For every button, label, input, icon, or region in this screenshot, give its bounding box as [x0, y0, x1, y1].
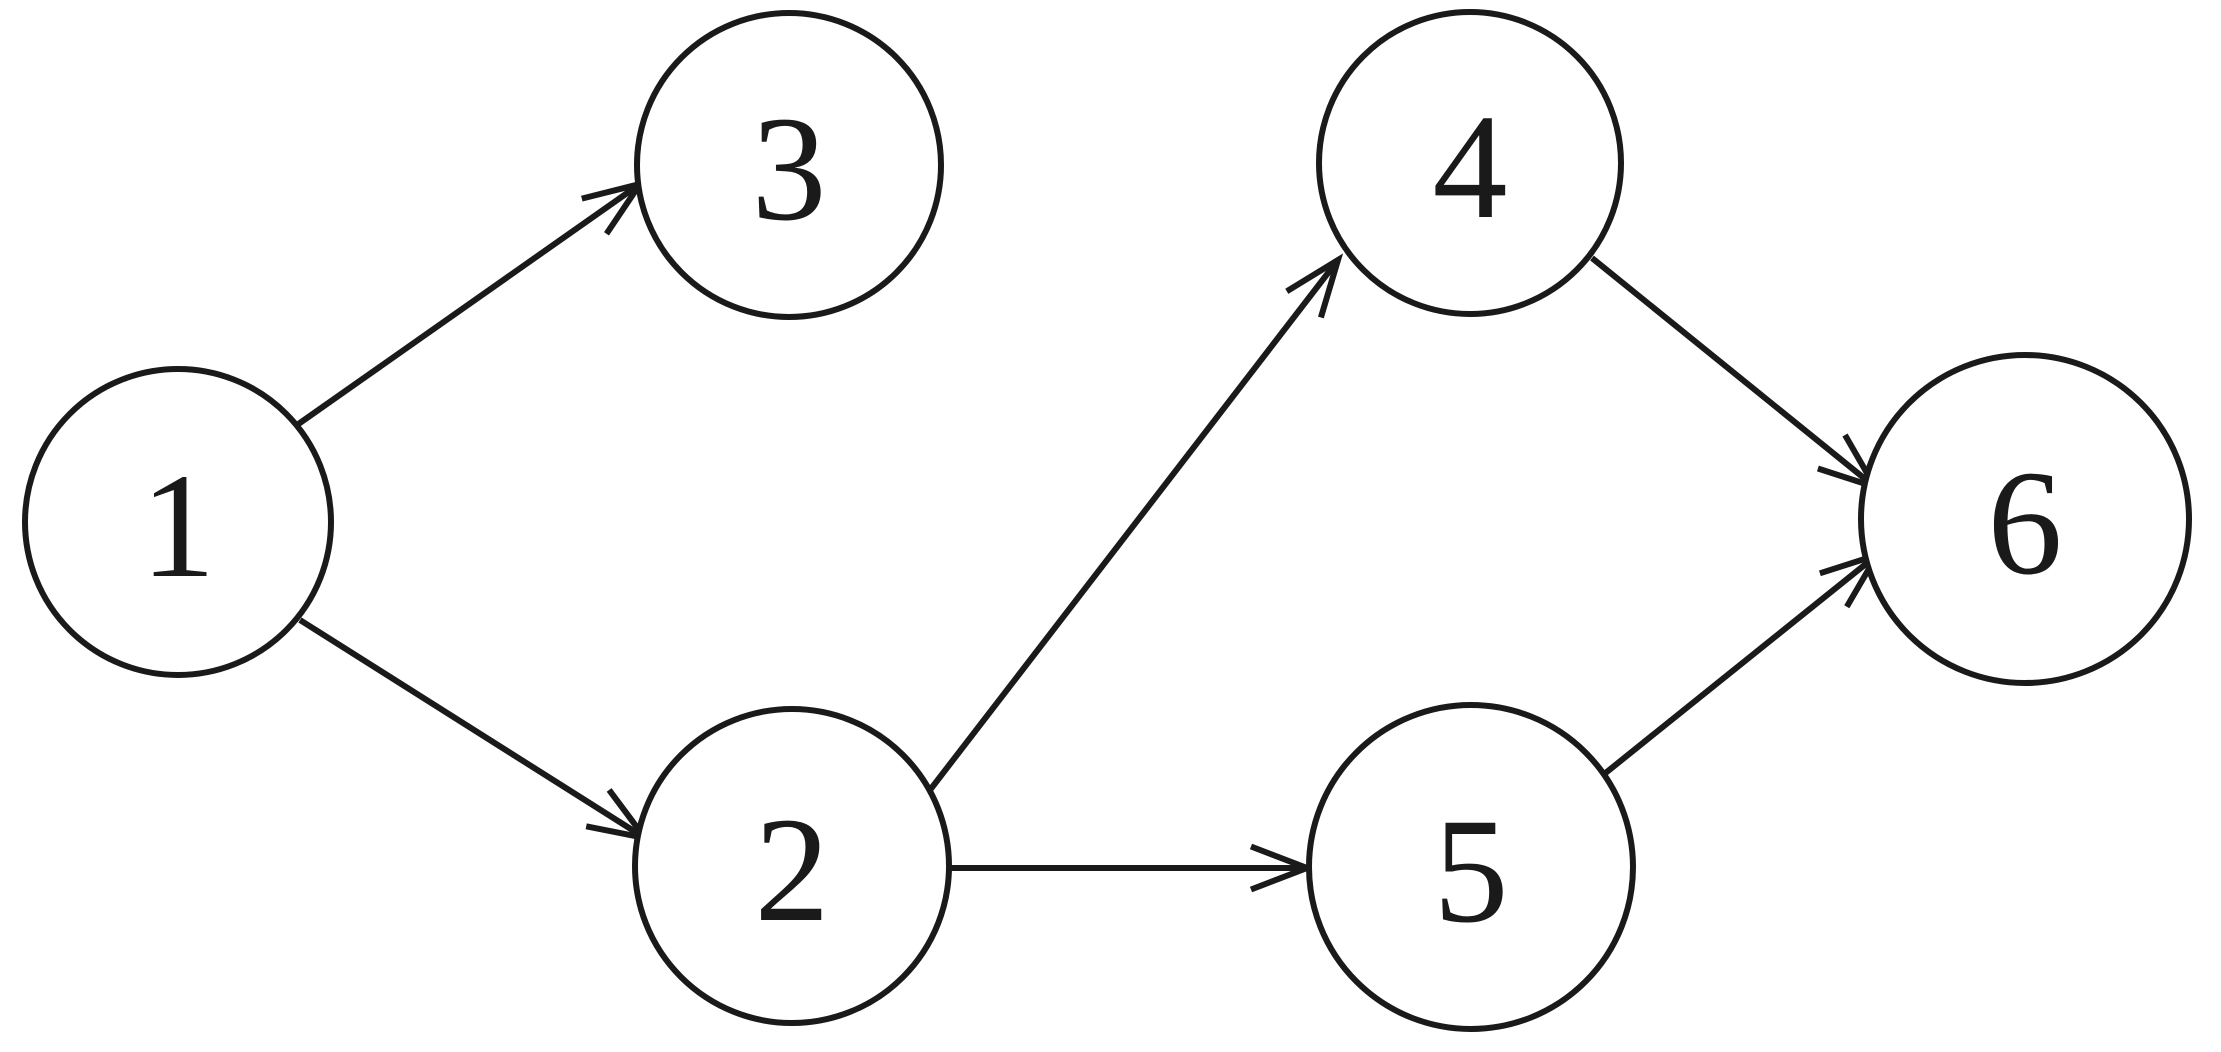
node-4[interactable]: 4 — [1316, 9, 1624, 317]
node-circle[interactable] — [1306, 702, 1636, 1032]
node-3[interactable]: 3 — [634, 10, 944, 320]
node-label: 6 — [1988, 440, 2063, 606]
node-label: 5 — [1434, 788, 1509, 954]
node-1[interactable]: 1 — [22, 366, 334, 678]
edge-line — [298, 617, 647, 841]
arrowhead-icon — [1285, 253, 1344, 319]
node-circle[interactable] — [22, 366, 334, 678]
node-2[interactable]: 2 — [632, 706, 952, 1026]
edge-2-to-4 — [927, 253, 1344, 792]
node-5[interactable]: 5 — [1306, 702, 1636, 1032]
node-label: 1 — [141, 443, 216, 609]
edge-4-to-6 — [1590, 255, 1882, 493]
nodes-layer: 1 2 3 4 5 6 — [22, 9, 2192, 1032]
edge-1-to-3 — [295, 179, 647, 428]
node-6[interactable]: 6 — [1858, 352, 2192, 686]
edge-line — [1590, 255, 1877, 490]
edge-2-to-5 — [949, 843, 1316, 893]
node-circle[interactable] — [632, 706, 952, 1026]
node-circle[interactable] — [1316, 9, 1624, 317]
edge-5-to-6 — [1601, 549, 1884, 778]
edge-line — [1601, 552, 1879, 778]
node-label: 3 — [752, 86, 827, 252]
edges-layer — [295, 179, 1884, 893]
edge-1-to-2 — [298, 617, 653, 843]
node-label: 4 — [1433, 84, 1508, 250]
node-circle[interactable] — [1858, 352, 2192, 686]
edge-line — [927, 258, 1341, 792]
node-label: 2 — [755, 787, 830, 953]
node-circle[interactable] — [634, 10, 944, 320]
edge-line — [295, 181, 642, 428]
